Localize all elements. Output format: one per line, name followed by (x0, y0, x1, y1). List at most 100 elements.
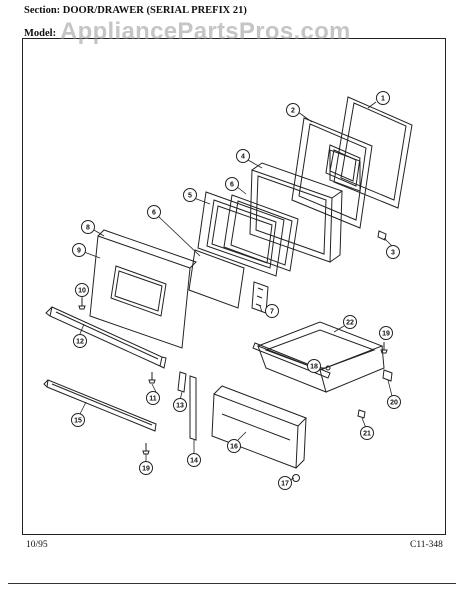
callout-20: 20 (387, 395, 401, 409)
section-header: Section: DOOR/DRAWER (SERIAL PREFIX 21) (24, 5, 247, 16)
part-screw-19-right (380, 342, 388, 354)
callout-number: 12 (76, 339, 84, 346)
callout-circle (146, 391, 160, 405)
section-label: Section: (24, 5, 61, 16)
callout-circle (265, 304, 279, 318)
callout-circle (387, 395, 401, 409)
callout-11: 11 (146, 391, 160, 405)
model-header: Model: (24, 28, 56, 39)
callout-8: 8 (81, 220, 95, 234)
callout-number: 15 (74, 418, 82, 425)
callout-number: 2 (291, 108, 295, 115)
callout-number: 5 (188, 193, 192, 200)
part-door-liner (291, 117, 373, 229)
callout-17: 17 (278, 476, 292, 490)
callout-circle (139, 461, 153, 475)
part-door-handle (45, 306, 167, 369)
part-screw-10 (78, 298, 86, 310)
bottom-rule (8, 583, 456, 584)
callout-number: 17 (281, 481, 289, 488)
callout-6: 6 (225, 177, 239, 191)
callout-12: 12 (73, 334, 87, 348)
callout-circle (379, 326, 393, 340)
callout-21: 21 (360, 426, 374, 440)
callout-number: 8 (86, 225, 90, 232)
callout-circle (286, 103, 300, 117)
callout-16: 16 (227, 439, 241, 453)
callout-circle (73, 334, 87, 348)
callout-number: 16 (230, 444, 238, 451)
callout-15: 15 (71, 413, 85, 427)
callout-number: 13 (176, 403, 184, 410)
part-drawer-body (252, 321, 385, 393)
callout-5: 5 (183, 188, 197, 202)
callout-22: 22 (343, 315, 357, 329)
callout-7: 7 (265, 304, 279, 318)
callout-circle (75, 283, 89, 297)
callout-circle (278, 476, 292, 490)
callout-circle (227, 439, 241, 453)
callout-number: 1 (381, 96, 385, 103)
callout-number: 19 (382, 331, 390, 338)
callout-number: 19 (142, 466, 150, 473)
part-stop (357, 409, 366, 419)
callout-13: 13 (173, 398, 187, 412)
callout-2: 2 (286, 103, 300, 117)
callout-number: 3 (391, 250, 395, 257)
section-title: DOOR/DRAWER (SERIAL PREFIX 21) (62, 5, 247, 16)
callout-circle (343, 315, 357, 329)
callout-circle (81, 220, 95, 234)
callout-number: 6 (230, 182, 234, 189)
part-knob (292, 474, 300, 482)
watermark: AppliancePartsPros.com (60, 18, 351, 45)
part-vertical-trim (189, 375, 197, 441)
part-side-trim (177, 371, 187, 393)
callout-number: 18 (310, 364, 318, 371)
part-window-pack (223, 194, 299, 272)
callout-10: 10 (75, 283, 89, 297)
leader-lines (79, 101, 393, 481)
callout-circle (183, 188, 197, 202)
diagram-frame (22, 38, 446, 535)
callout-circle (173, 398, 187, 412)
callout-4: 4 (236, 149, 250, 163)
callout-number: 20 (390, 400, 398, 407)
document-code: C11-348 (410, 540, 443, 550)
callout-circle (72, 243, 86, 257)
part-screw-12 (148, 372, 156, 384)
callout-18: 18 (307, 359, 321, 373)
callout-circle (386, 245, 400, 259)
callout-circle (376, 91, 390, 105)
callout-19: 19 (139, 461, 153, 475)
callout-circle (307, 359, 321, 373)
callout-19: 19 (379, 326, 393, 340)
callout-circle (147, 205, 161, 219)
part-drawer-handle (43, 379, 157, 432)
model-label: Model: (24, 28, 57, 39)
callout-6: 6 (147, 205, 161, 219)
part-window-frame (197, 191, 285, 277)
callout-number: 6 (152, 210, 156, 217)
callout-number: 9 (77, 248, 81, 255)
part-clip (377, 230, 387, 241)
part-drawer-fastener (320, 365, 331, 371)
callout-number: 4 (241, 154, 245, 161)
part-door-inner-frame (333, 96, 413, 209)
date-label: 10/95 (26, 540, 48, 550)
callout-1: 1 (376, 91, 390, 105)
part-outer-door-panel (89, 229, 197, 349)
part-drawer-front (211, 385, 307, 469)
callout-number: 22 (346, 320, 354, 327)
part-screw-19-left (142, 443, 150, 455)
callout-number: 7 (270, 309, 274, 316)
part-roller (382, 369, 393, 382)
callout-circle (187, 453, 201, 467)
callout-14: 14 (187, 453, 201, 467)
callout-number: 21 (363, 431, 371, 438)
callout-circle (225, 177, 239, 191)
callout-number: 14 (190, 458, 198, 465)
callout-number: 11 (149, 396, 157, 403)
